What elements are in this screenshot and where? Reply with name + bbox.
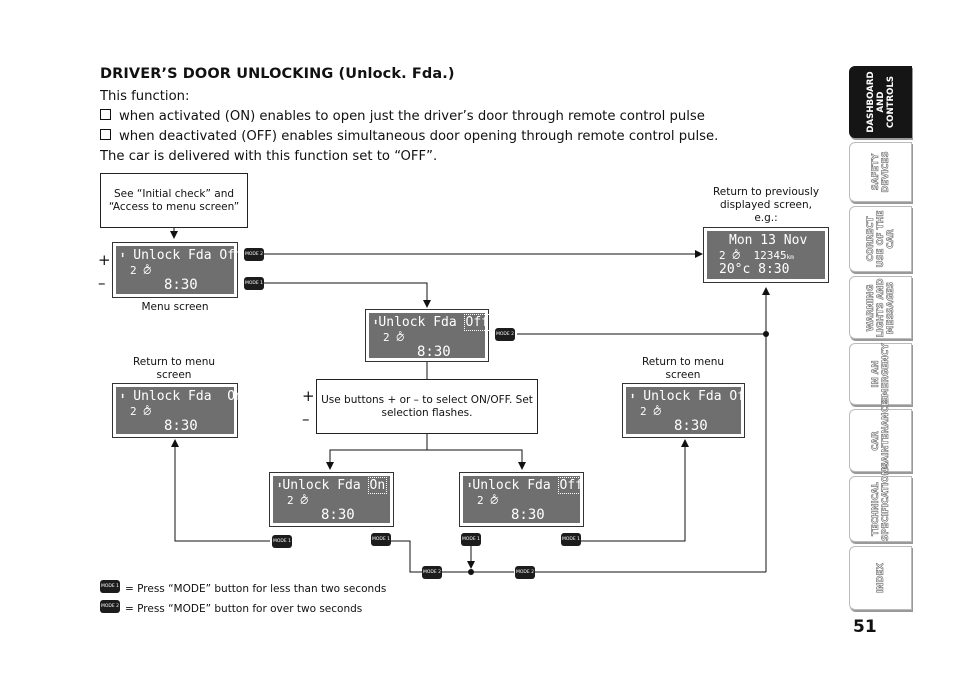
- mode1-icon: MODE 1: [100, 580, 120, 593]
- lcd-right-return-screen: ⬍ Unlock Fda Off 2 ⦲ 8:30: [622, 383, 753, 438]
- menu-screen-caption: Menu screen: [141, 301, 209, 313]
- use-buttons-box: Use buttons + or – to select ON/OFF. Set…: [316, 379, 538, 434]
- tab-dashboard-and-controls[interactable]: DASHBOARD AND CONTROLS: [849, 66, 912, 138]
- mode1-icon: MODE 1: [561, 533, 581, 546]
- return-previous-caption: Return to previously displayed screen, e…: [712, 186, 820, 224]
- minus-sign: –: [302, 410, 310, 428]
- intro-text: This function:: [100, 89, 190, 104]
- tab-safety-devices[interactable]: SAFETY DEVICES: [849, 142, 912, 202]
- plus-sign: +: [98, 251, 111, 269]
- tab-technical-specifications[interactable]: TECHNICAL SPECIFICATIONS: [849, 462, 912, 542]
- mode2-icon: MODE 2: [515, 566, 535, 579]
- tab-car-maintenance[interactable]: CAR MAINTENANCE: [849, 400, 912, 472]
- legend-mode1: = Press “MODE” button for less than two …: [125, 583, 387, 595]
- minus-sign: –: [98, 274, 106, 292]
- lcd-left-return-screen: ⬍ Unlock Fda On 2 ⦲ 8:30: [112, 383, 243, 438]
- bullet-off: when deactivated (OFF) enables simultane…: [100, 127, 718, 147]
- legend-mode2: = Press “MODE” button for over two secon…: [125, 603, 363, 615]
- return-menu-right-caption: Return to menu screen: [641, 356, 725, 381]
- return-menu-left-caption: Return to menu screen: [132, 356, 216, 381]
- mode2-icon: MODE 2: [495, 328, 515, 341]
- mode2-icon: MODE 2: [422, 566, 442, 579]
- section-heading: DRIVER’S DOOR UNLOCKING (Unlock. Fda.): [100, 66, 455, 82]
- junction-dot: [763, 331, 769, 337]
- lcd-center-screen: ⬍Unlock Fda Off 2 ⦲ 8:30: [365, 309, 492, 362]
- see-initial-check-box: See “Initial check” and “Access to menu …: [100, 173, 248, 228]
- tab-correct-use-of-the-car[interactable]: CORRECT USE OF THE CAR: [849, 206, 912, 272]
- tab-index[interactable]: INDEX: [849, 546, 912, 610]
- mode1-icon: MODE 1: [461, 533, 481, 546]
- tab-warning-lights-and-messages[interactable]: WARNING LIGHTS AND MESSAGES: [849, 276, 912, 339]
- mode1-icon: MODE 1: [272, 535, 292, 548]
- plus-sign: +: [302, 387, 315, 405]
- mode2-icon: MODE 2: [244, 248, 264, 261]
- checkbox-bullet-icon: [100, 109, 111, 120]
- junction-dot: [468, 569, 474, 575]
- lcd-off-screen: ⬍Unlock Fda Off 2 ⦲ 8:30: [459, 472, 586, 527]
- page-number: 51: [853, 617, 877, 637]
- mode1-icon: MODE 1: [244, 277, 264, 290]
- lcd-menu-screen: ⬍ Unlock Fda Off 2 ⦲ 8:30: [112, 242, 243, 298]
- bullet-on: when activated (ON) enables to open just…: [100, 107, 705, 127]
- tab-in-an-emergency[interactable]: IN AN EMERGENCY: [849, 343, 912, 405]
- lcd-on-screen: ⬍Unlock Fda On 2 ⦲ 8:30: [269, 472, 394, 527]
- checkbox-bullet-icon: [100, 129, 111, 140]
- lcd-previous-screen: Mon 13 Nov 2 ⦲ 12345km 20°c 8:30: [703, 227, 829, 283]
- delivered-text: The car is delivered with this function …: [100, 149, 438, 164]
- mode1-icon: MODE 1: [371, 533, 391, 546]
- mode2-icon: MODE 2: [100, 600, 120, 613]
